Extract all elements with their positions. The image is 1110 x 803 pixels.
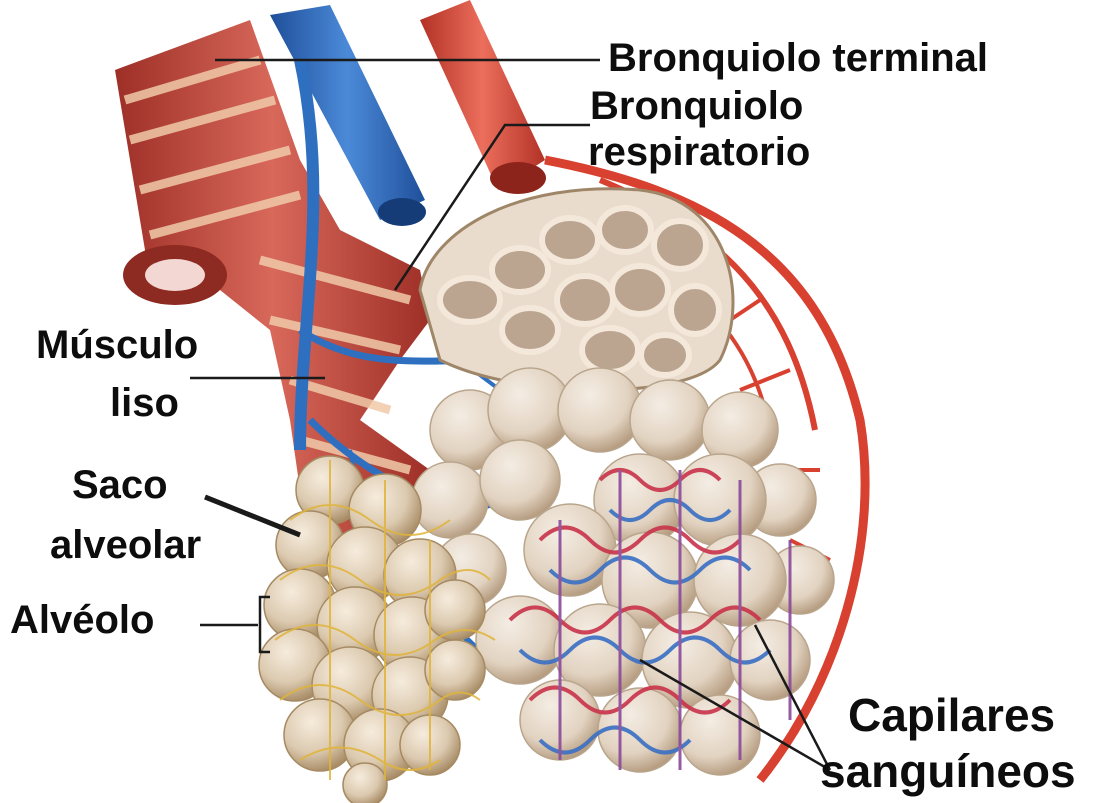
- label-capilares-line1: Capilares: [848, 692, 1055, 738]
- leader-saco-alveolar: [205, 497, 300, 535]
- leader-alveolo: [200, 597, 270, 652]
- label-saco-alveolar-line2: alveolar: [50, 525, 201, 565]
- label-alveolo: Alvéolo: [10, 600, 154, 640]
- label-musculo-liso-line2: liso: [110, 383, 179, 423]
- label-bronquiolo-respiratorio-line1: Bronquiolo: [590, 86, 803, 126]
- label-bronquiolo-respiratorio-line2: respiratorio: [588, 132, 810, 172]
- label-saco-alveolar-line1: Saco: [72, 465, 168, 505]
- label-capilares-line2: sanguíneos: [820, 748, 1076, 794]
- label-bronquiolo-terminal: Bronquiolo terminal: [608, 38, 988, 78]
- label-musculo-liso-line1: Músculo: [36, 325, 198, 365]
- respiratory-bronchiole-cutaway: [420, 189, 733, 390]
